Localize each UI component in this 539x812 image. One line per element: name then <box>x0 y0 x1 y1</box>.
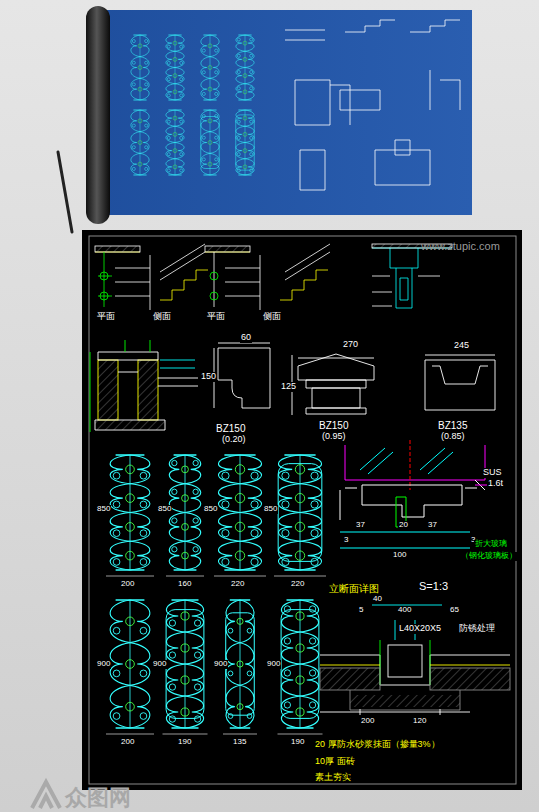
drawing-label: BZ150 <box>318 420 349 431</box>
glass-clamp-section <box>340 440 500 548</box>
drawing-label: 20 厚防水砂浆抹面（掺量3%） <box>314 740 441 750</box>
pen <box>58 152 72 232</box>
drawing-label: 100 <box>392 551 407 560</box>
drawing-label: 400 <box>397 606 412 615</box>
drawing-label: 850 <box>203 505 218 514</box>
paper-roll <box>86 6 110 224</box>
drawing-label: 60 <box>240 333 252 343</box>
drawing-label: 150 <box>200 372 217 382</box>
drawing-label: SUS <box>482 468 503 478</box>
drawing-label: 900 <box>152 660 167 669</box>
floor-detail-section <box>320 605 510 715</box>
drawing-label: 220 <box>230 580 245 589</box>
drawing-label: 850 <box>157 505 172 514</box>
drawing-label: 190 <box>290 738 305 747</box>
drawing-label: 5 <box>358 606 364 615</box>
sheet-border <box>89 236 516 784</box>
drawing-label: （钢化玻璃板） <box>460 552 518 561</box>
drawing-label: 900 <box>266 660 281 669</box>
logo-mark <box>32 782 60 808</box>
drawing-label: 190 <box>177 738 192 747</box>
drawing-label: 200 <box>120 738 135 747</box>
drawing-label: 侧面 <box>152 312 172 322</box>
foundation-section <box>90 340 198 432</box>
preview-details <box>285 20 460 190</box>
drawing-label: (0.20) <box>221 435 247 445</box>
drawing-label: BZ150 <box>215 423 246 434</box>
drawing-label: S=1:3 <box>418 580 449 592</box>
drawing-label: 270 <box>342 340 359 350</box>
drawing-label: 850 <box>96 505 111 514</box>
rail-details <box>95 244 452 310</box>
drawing-label: 防锈处理 <box>458 624 496 634</box>
dimension-lines <box>106 576 326 734</box>
drawing-label: 160 <box>177 580 192 589</box>
drawing-label: (0.95) <box>321 432 347 442</box>
drawing-label: 平面 <box>206 312 226 322</box>
drawing-label: 65 <box>449 606 460 615</box>
drawing-label: 1.6t <box>487 479 504 489</box>
drawing-label: BZ135 <box>437 420 468 431</box>
drawing-label: L40X20X5 <box>398 624 442 634</box>
drawing-label: 侧面 <box>262 312 282 322</box>
drawing-label: 20 <box>398 521 409 530</box>
drawing-label: 3 <box>343 536 349 545</box>
drawing-label: 200 <box>120 580 135 589</box>
drawing-label: 素土夯实 <box>314 773 352 783</box>
drawing-label: 135 <box>232 738 247 747</box>
drawing-label: 40 <box>372 595 383 604</box>
drawing-label: 200 <box>360 717 375 726</box>
drawing-label: 245 <box>453 341 470 351</box>
preview-sheet <box>100 10 472 215</box>
drawing-label: 37 <box>427 521 438 530</box>
logo-text: 众图网 <box>64 786 132 810</box>
drawing-label: 850 <box>263 505 278 514</box>
drawing-label: 37 <box>355 521 366 530</box>
drawing-label: 125 <box>280 382 297 392</box>
cap-profiles <box>214 343 495 415</box>
baluster-drawings <box>110 455 322 728</box>
drawing-label: 900 <box>96 660 111 669</box>
drawing-label: 平面 <box>96 312 116 322</box>
drawing-label: 900 <box>213 660 228 669</box>
drawing-label: 立断面详图 <box>328 583 380 594</box>
drawing-label: 120 <box>412 717 427 726</box>
cad-sheet <box>82 230 522 790</box>
drawing-label: 220 <box>290 580 305 589</box>
watermark: www.ztupic.com <box>420 240 501 252</box>
drawing-label: 10厚 面砖 <box>314 757 356 767</box>
drawing-label: (0.85) <box>440 432 466 442</box>
drawing-label: 折大玻璃 <box>474 540 508 549</box>
